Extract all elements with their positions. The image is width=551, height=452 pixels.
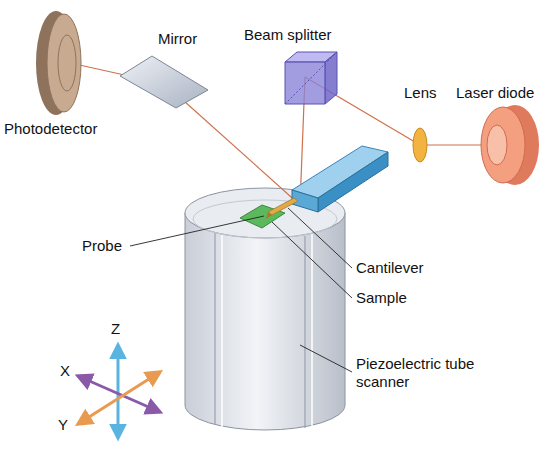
axis-label: X: [60, 362, 70, 380]
cantilever-chip: [266, 146, 388, 219]
leader-lines: [130, 208, 352, 372]
axis-label: Y: [58, 416, 68, 434]
lens: [413, 128, 427, 162]
laser-beam: [66, 62, 490, 205]
part-label: Mirror: [158, 30, 197, 48]
part-label: Laser diode: [456, 84, 534, 102]
mirror-plate: [120, 56, 208, 108]
beam-splitter-cube: [285, 52, 337, 104]
part-label: Sample: [356, 289, 407, 307]
y-axis: [78, 372, 160, 424]
part-label: Cantilever: [356, 259, 424, 277]
part-label: Beam splitter: [244, 26, 332, 44]
photodetector: [36, 11, 81, 115]
part-label: Lens: [404, 84, 437, 102]
laser-diode: [481, 105, 539, 185]
part-label: Photodetector: [4, 120, 97, 138]
piezo-tube: [185, 188, 345, 430]
axis-label: Z: [111, 320, 120, 338]
part-label: Probe: [82, 237, 122, 255]
part-label: Piezoelectric tube scanner: [356, 355, 486, 391]
